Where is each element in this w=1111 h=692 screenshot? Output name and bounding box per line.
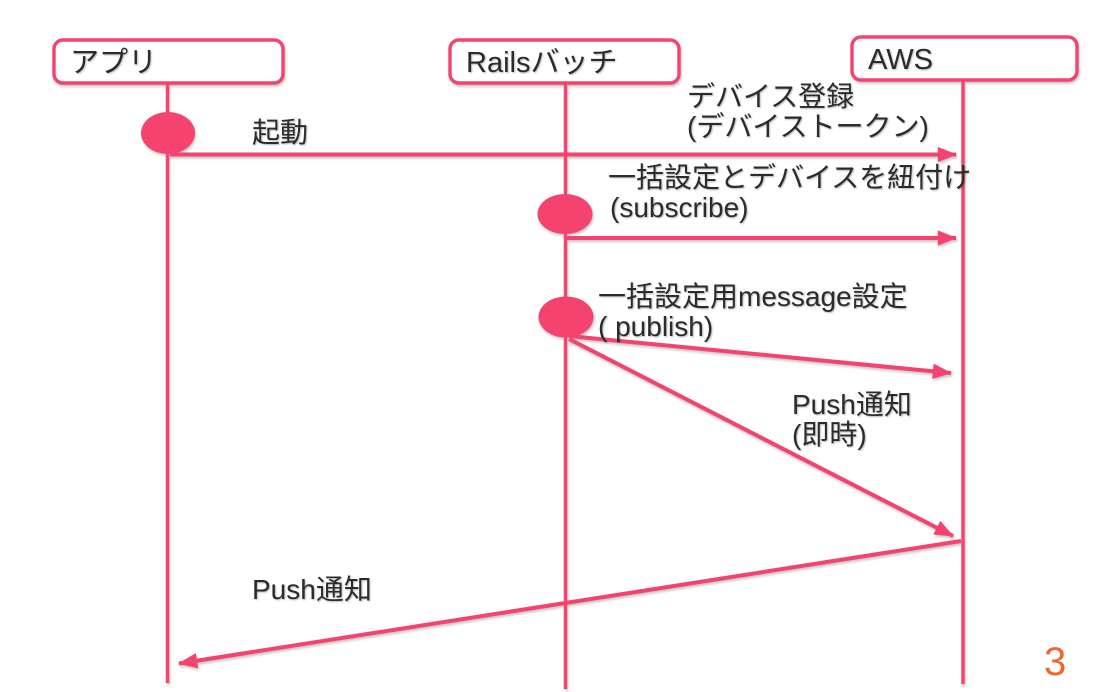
activation-node-app-launch bbox=[141, 112, 195, 154]
message-label-device-registration-line2: (デバイストークン) bbox=[687, 111, 929, 142]
message-label-subscribe-line1: 一括設定とデバイスを紐付け bbox=[608, 162, 971, 193]
activation-node-rails-subscribe bbox=[537, 194, 593, 234]
actor-box-rails-batch bbox=[448, 38, 681, 85]
message-label-launch: 起動 bbox=[252, 117, 308, 148]
actor-box-aws bbox=[850, 35, 1079, 82]
message-label-publish-line2: ( publish) bbox=[598, 311, 713, 342]
message-label-publish-line1: 一括設定用message設定 bbox=[598, 281, 908, 312]
page-number: 3 bbox=[1044, 640, 1066, 684]
actor-label-rails-batch: Railsバッチ bbox=[466, 47, 617, 79]
message-label-push-to-app: Push通知 bbox=[252, 574, 372, 605]
activation-node-rails-publish bbox=[538, 296, 594, 338]
message-label-push-immediate-line2: (即時) bbox=[792, 419, 867, 450]
message-label-subscribe-line2: (subscribe) bbox=[610, 192, 748, 223]
message-label-push-immediate-line1: Push通知 bbox=[792, 389, 912, 420]
message-label-device-registration-line1: デバイス登録 bbox=[687, 81, 854, 112]
actor-box-app bbox=[52, 38, 285, 85]
message-arrow-push-to-app bbox=[177, 539, 962, 669]
actor-label-aws: AWS bbox=[868, 44, 933, 76]
message-arrow-push-immediate bbox=[568, 337, 954, 538]
actor-label-app: アプリ bbox=[70, 47, 157, 79]
message-arrow-publish bbox=[568, 334, 953, 379]
